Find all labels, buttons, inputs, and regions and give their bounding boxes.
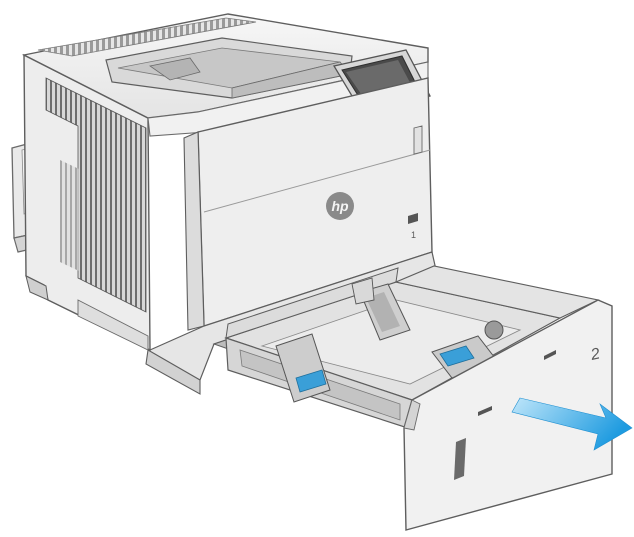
tray-2[interactable]: 2 bbox=[212, 265, 613, 531]
tray-handle-icon[interactable] bbox=[454, 438, 466, 480]
front-panel: hp 1 bbox=[183, 77, 433, 331]
tray-2-label: 2 bbox=[588, 345, 601, 364]
guide-tab-blue-right[interactable] bbox=[439, 345, 475, 367]
guide-tab-blue[interactable] bbox=[295, 369, 327, 393]
door-latch-icon bbox=[408, 213, 418, 224]
left-side-panel bbox=[23, 53, 151, 352]
width-guide-left[interactable] bbox=[275, 333, 331, 403]
hp-logo-text: hp bbox=[331, 198, 349, 214]
tray-1-label: 1 bbox=[411, 230, 416, 240]
length-guide[interactable] bbox=[351, 277, 411, 341]
pull-out-arrow-icon bbox=[511, 397, 633, 451]
hp-logo: hp bbox=[326, 192, 354, 220]
